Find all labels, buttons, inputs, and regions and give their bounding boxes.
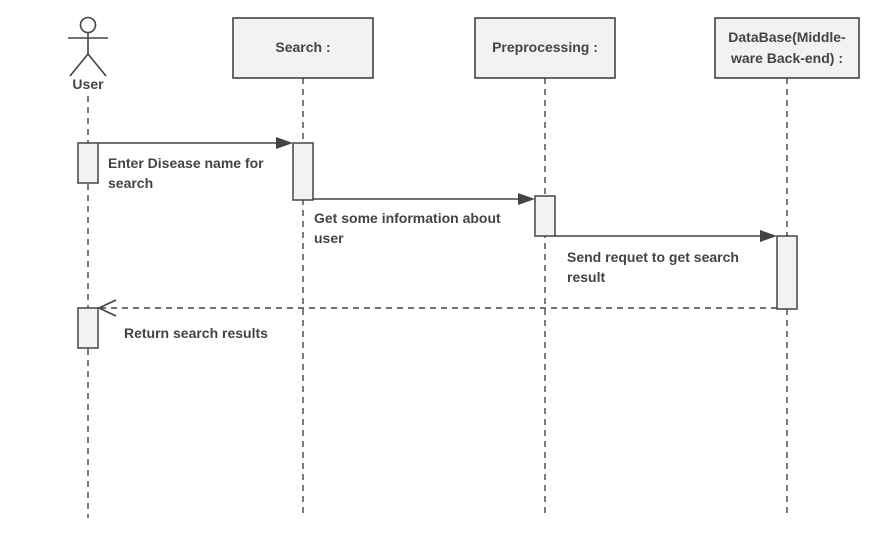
activation-user-2 (77, 307, 99, 349)
activation-preprocessing (534, 195, 556, 237)
message-4-label: Return search results (124, 325, 268, 341)
message-3-label-line-1: Send requet to get search (567, 249, 739, 265)
participant-preprocessing-label: Preprocessing : (492, 39, 598, 55)
message-1-label-line-1: Enter Disease name for (108, 155, 264, 171)
activation-database (776, 235, 798, 310)
participant-database: DataBase(Middle- ware Back-end) : (714, 17, 860, 79)
message-1-label-line-2: search (108, 175, 153, 191)
message-return-results (97, 299, 777, 317)
message-send-request (555, 230, 777, 242)
actor-user-icon (68, 16, 108, 77)
message-3-label-line-2: result (567, 269, 605, 285)
activation-search (292, 142, 314, 201)
arrowhead-filled-icon (518, 193, 535, 205)
activation-user-1 (77, 142, 99, 184)
message-enter-disease (98, 137, 293, 149)
participant-database-label-line-1: DataBase(Middle- (728, 29, 846, 45)
message-get-information (313, 193, 535, 205)
message-2-label-line-2: user (314, 230, 344, 246)
participant-search-label: Search : (275, 39, 330, 55)
actor-user-label: User (72, 76, 104, 92)
arrowhead-open-icon (97, 299, 117, 317)
arrowhead-filled-icon (760, 230, 777, 242)
participant-preprocessing: Preprocessing : (474, 17, 616, 79)
participant-database-label-line-2: ware Back-end) : (730, 50, 843, 66)
message-2-label-line-1: Get some information about (314, 210, 501, 226)
arrowhead-filled-icon (276, 137, 293, 149)
participant-search: Search : (232, 17, 374, 79)
